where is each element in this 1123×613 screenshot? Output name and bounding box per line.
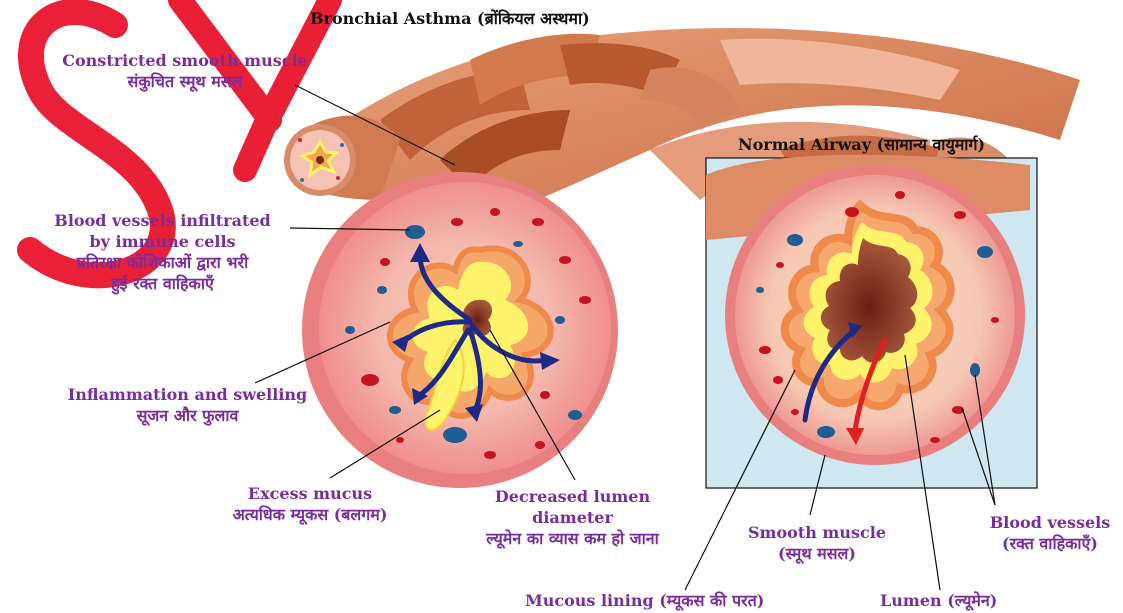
blood-vessels-infiltrated-label: Blood vessels infiltrated by immune cell… [35,210,290,294]
asthma-title: Bronchial Asthma (ब्रोंकियल अस्थमा) [310,8,590,29]
asthma-cross-section [302,172,618,488]
lumen-label: Lumen (ल्यूमेन) [880,590,997,611]
mucous-lining-label: Mucous lining (म्यूकस की परत) [525,590,764,611]
decreased-lumen-label: Decreased lumen diameter ल्यूमेन का व्या… [450,486,695,549]
inflammation-label: Inflammation and swelling सूजन और फुलाव [45,384,330,426]
smooth-muscle-label: Smooth muscle (स्मूथ मसल) [742,522,892,564]
blood-vessels-label: Blood vessels (रक्त वाहिकाएँ) [980,512,1120,554]
excess-mucus-label: Excess mucus अत्यधिक म्यूकस (बलगम) [210,483,410,525]
constricted-muscle-label: Constricted smooth muscle संकुचित स्मूथ … [50,50,320,92]
normal-airway-title: Normal Airway (सामान्य वायुमार्ग) [738,134,985,155]
